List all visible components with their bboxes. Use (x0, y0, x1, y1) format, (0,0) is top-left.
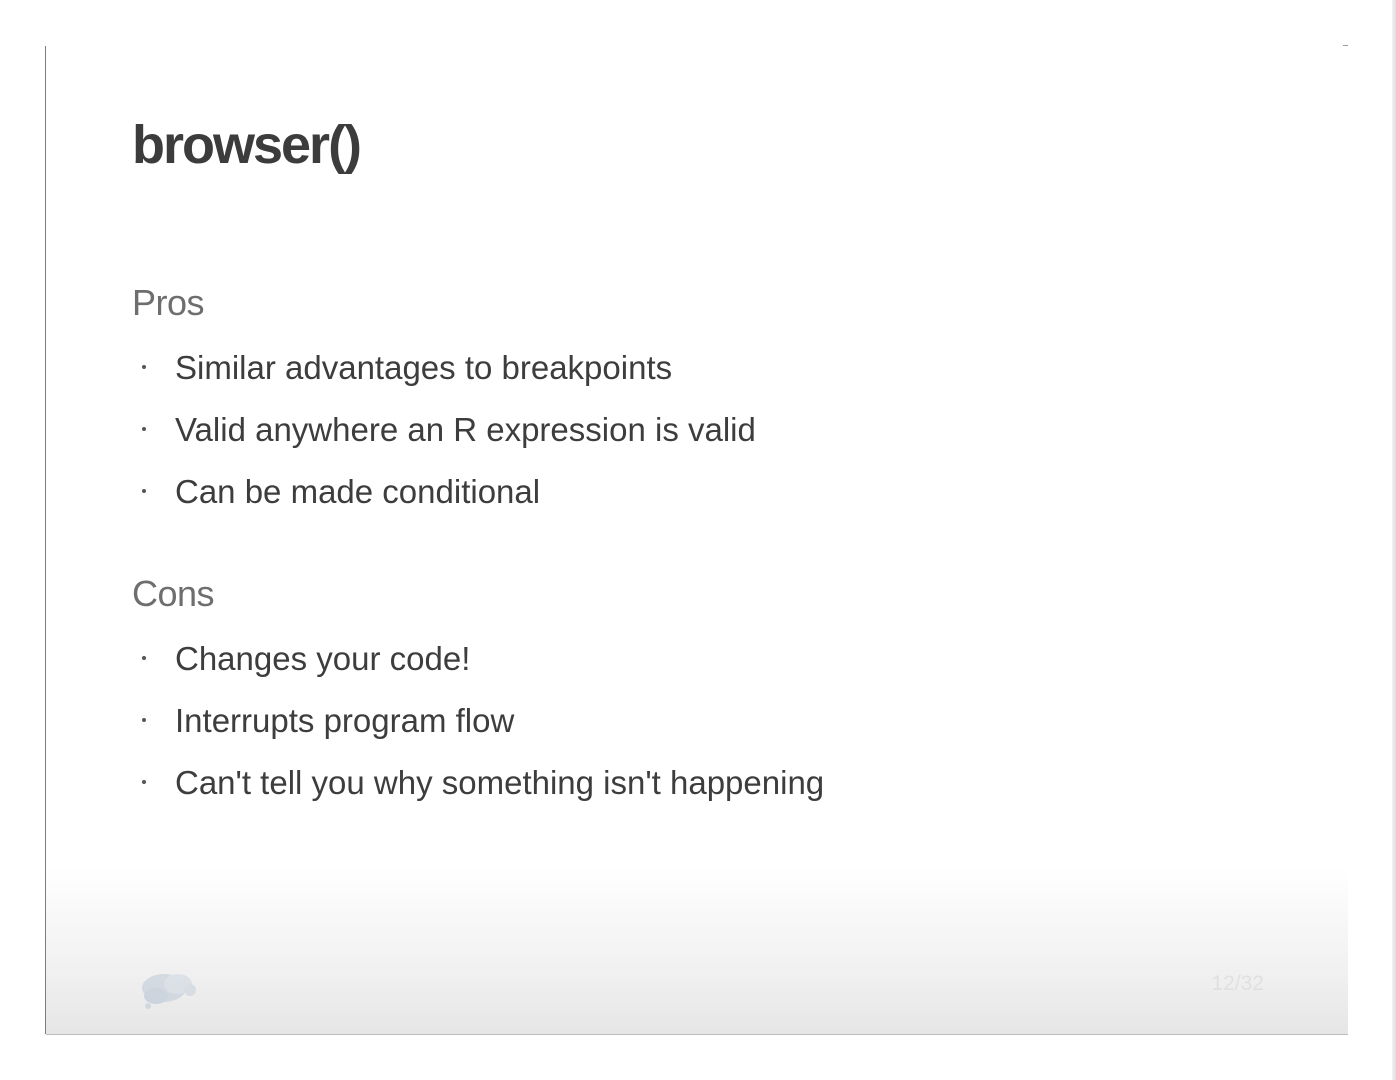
pros-bullet-item: Similar advantages to breakpoints (132, 346, 756, 408)
bullet-icon (142, 489, 146, 493)
bullet-text: Can't tell you why something isn't happe… (175, 764, 825, 801)
bullet-icon (142, 718, 146, 722)
cons-bullet-item: Changes your code! (132, 637, 824, 699)
cons-list: Changes your code! Interrupts program fl… (132, 637, 824, 823)
slide-number: 12/32 (1211, 972, 1264, 995)
bullet-icon (142, 427, 146, 431)
slide-title: browser() (132, 115, 362, 175)
presentation-slide: browser() Pros Similar advantages to bre… (46, 46, 1348, 1034)
bullet-text: Can be made conditional (175, 473, 541, 510)
bullet-text: Interrupts program flow (175, 702, 515, 739)
rstudio-logo-icon (142, 974, 196, 1009)
window-edge (1392, 0, 1396, 1080)
cons-bullet-item: Can't tell you why something isn't happe… (132, 761, 824, 823)
bullet-text: Similar advantages to breakpoints (175, 349, 673, 386)
bullet-icon (142, 780, 146, 784)
bullet-text: Changes your code! (175, 640, 471, 677)
bullet-text: Valid anywhere an R expression is valid (175, 411, 756, 448)
cons-heading: Cons (132, 573, 215, 614)
cons-bullet-item: Interrupts program flow (132, 699, 824, 761)
bullet-icon (142, 365, 146, 369)
bullet-icon (142, 656, 146, 660)
pros-bullet-item: Can be made conditional (132, 470, 756, 532)
pros-list: Similar advantages to breakpoints Valid … (132, 346, 756, 532)
pros-bullet-item: Valid anywhere an R expression is valid (132, 408, 756, 470)
pros-heading: Pros (132, 282, 205, 323)
